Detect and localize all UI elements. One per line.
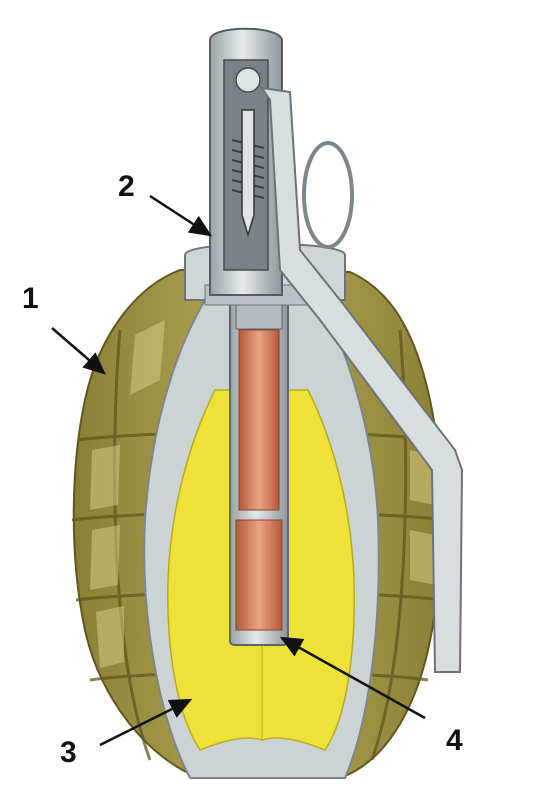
callout-3: 3	[60, 736, 77, 769]
arrow-4	[279, 636, 426, 720]
detonator-tube	[229, 294, 289, 646]
arrow-1	[51, 327, 106, 375]
callout-4: 4	[446, 724, 463, 757]
callout-arrows	[51, 194, 426, 747]
callout-1: 1	[22, 282, 39, 315]
pull-ring	[302, 141, 354, 249]
arrow-2	[149, 194, 213, 237]
arrow-3	[99, 698, 193, 747]
safety-lever	[259, 86, 464, 673]
callout-2: 2	[118, 170, 135, 203]
fuze	[209, 27, 283, 296]
